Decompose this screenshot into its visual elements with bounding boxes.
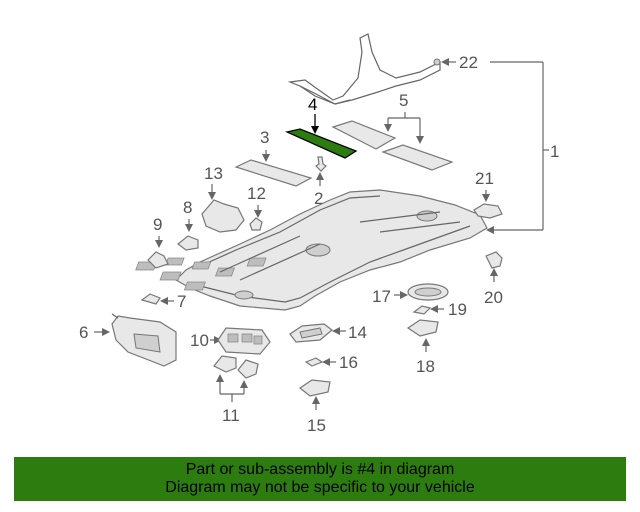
- part-21-bracket[interactable]: [473, 203, 503, 219]
- part-18-lamp[interactable]: [406, 319, 439, 337]
- svg-text:10: 10: [190, 331, 209, 350]
- svg-text:7: 7: [177, 292, 186, 311]
- svg-text:21: 21: [475, 169, 494, 188]
- svg-text:12: 12: [247, 184, 266, 203]
- callout-9: 9: [153, 215, 163, 248]
- svg-text:22: 22: [459, 53, 478, 72]
- callout-11: 11: [216, 374, 248, 425]
- svg-text:14: 14: [348, 323, 367, 342]
- part-20-clip[interactable]: [485, 251, 503, 269]
- part-14-lens[interactable]: [289, 323, 333, 343]
- svg-text:8: 8: [183, 198, 192, 217]
- callout-17: 17: [372, 287, 408, 306]
- part-11-lamp-b[interactable]: [237, 359, 259, 379]
- part-9-clip[interactable]: [147, 251, 169, 269]
- part-22-wire-harness[interactable]: [287, 33, 441, 105]
- part-4-highlighted[interactable]: [284, 128, 358, 159]
- part-8-clip[interactable]: [177, 235, 199, 251]
- part-17-lens[interactable]: [407, 283, 449, 301]
- svg-text:2: 2: [314, 189, 323, 208]
- callout-20: 20: [484, 268, 503, 307]
- callout-15: 15: [307, 396, 326, 435]
- callout-14: 14: [332, 323, 367, 342]
- callout-4: 4: [308, 95, 319, 134]
- part-11-lamp-a[interactable]: [213, 355, 237, 373]
- svg-text:1: 1: [550, 142, 559, 161]
- svg-text:19: 19: [448, 300, 467, 319]
- info-banner: Part or sub-assembly is #4 in diagram Di…: [14, 457, 626, 501]
- callout-12: 12: [247, 184, 266, 218]
- callout-7: 7: [160, 292, 186, 311]
- svg-text:20: 20: [484, 288, 503, 307]
- svg-text:3: 3: [260, 128, 269, 147]
- callout-2: 2: [314, 172, 324, 208]
- banner-line-1: Part or sub-assembly is #4 in diagram: [185, 461, 455, 478]
- part-10-console[interactable]: [217, 327, 271, 355]
- part-6-sun-visor[interactable]: [111, 313, 177, 367]
- callout-6: 6: [79, 323, 110, 342]
- svg-text:13: 13: [204, 164, 223, 183]
- part-3-pad[interactable]: [234, 159, 313, 187]
- banner-line-2: Diagram may not be specific to your vehi…: [165, 479, 475, 496]
- callout-8: 8: [183, 198, 193, 232]
- callout-3: 3: [260, 128, 270, 162]
- callout-10: 10: [190, 331, 222, 350]
- part-19-clip[interactable]: [412, 305, 432, 315]
- svg-text:11: 11: [222, 406, 240, 425]
- svg-text:6: 6: [79, 323, 88, 342]
- callout-1: 1: [486, 62, 559, 234]
- svg-text:15: 15: [307, 416, 326, 435]
- callout-18: 18: [416, 338, 435, 376]
- svg-text:18: 18: [416, 357, 435, 376]
- part-13-bracket[interactable]: [201, 199, 245, 233]
- callout-21: 21: [475, 169, 494, 202]
- part-5-pad-a[interactable]: [331, 120, 397, 150]
- part-15-lamp[interactable]: [298, 379, 331, 397]
- svg-text:4: 4: [308, 95, 317, 114]
- svg-text:9: 9: [153, 215, 162, 234]
- svg-text:17: 17: [372, 287, 391, 306]
- callout-13: 13: [204, 164, 223, 200]
- part-16-clip[interactable]: [304, 357, 324, 367]
- callout-5: 5: [384, 91, 424, 144]
- headliner-panel[interactable]: [135, 189, 488, 311]
- part-2-clip[interactable]: [315, 156, 327, 172]
- callout-16: 16: [322, 353, 358, 372]
- part-12-clip[interactable]: [249, 217, 263, 231]
- svg-text:16: 16: [339, 353, 358, 372]
- part-7-clip[interactable]: [140, 293, 161, 305]
- svg-text:5: 5: [399, 91, 408, 110]
- callout-22: 22: [441, 53, 543, 72]
- part-5-pad-b[interactable]: [381, 144, 454, 171]
- callout-19: 19: [430, 300, 467, 319]
- parts-diagram: 22 1 4 5 3 2: [79, 33, 559, 435]
